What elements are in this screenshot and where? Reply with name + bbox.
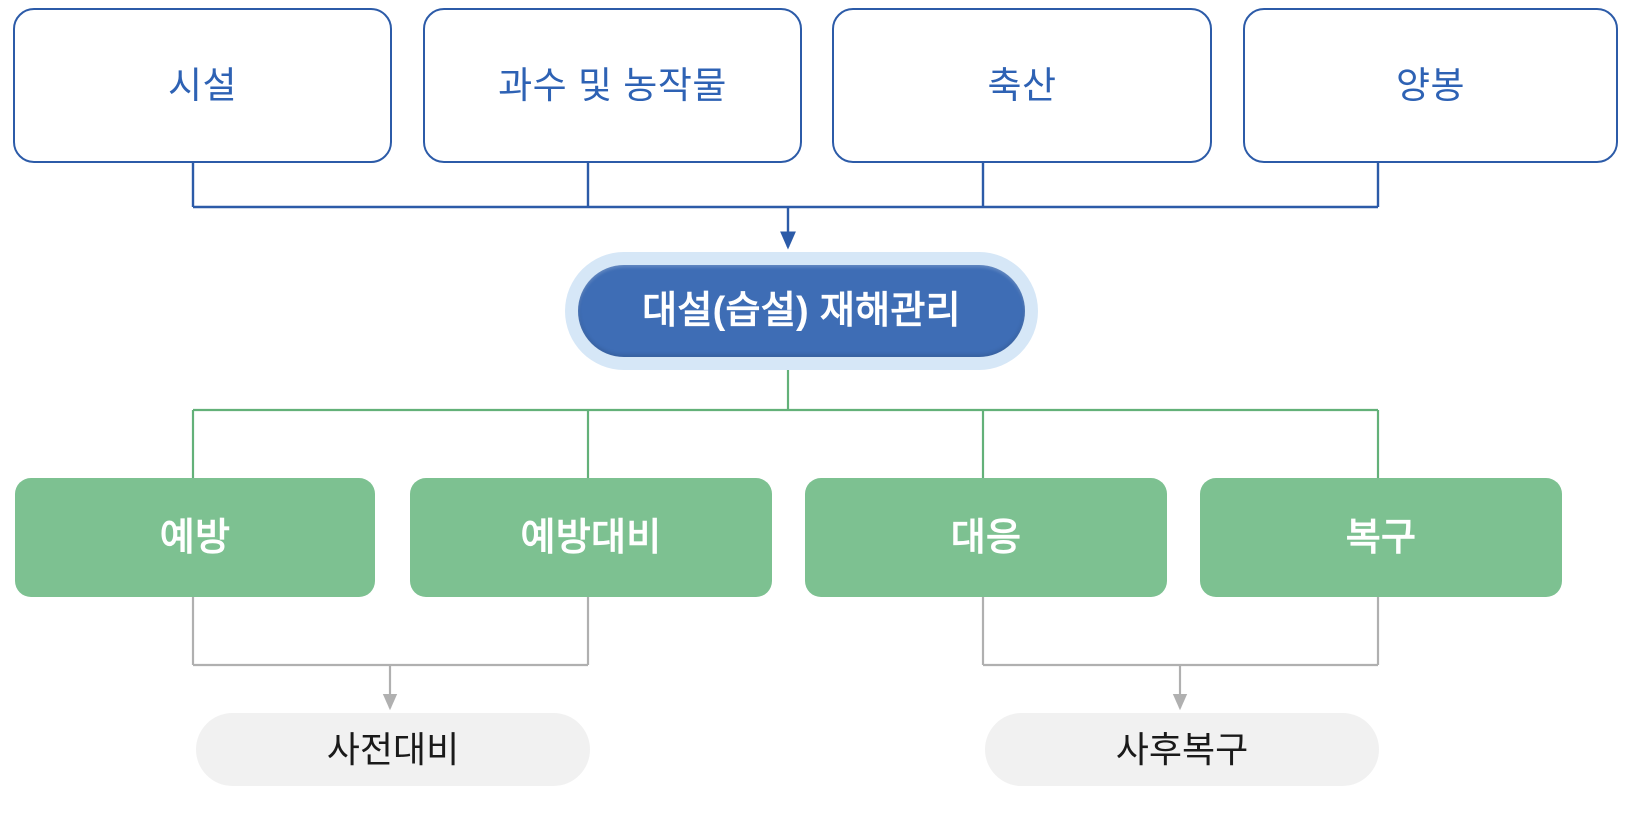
phase-box-preparedness[interactable]: 예방대비 — [410, 478, 772, 597]
source-label-livestock: 축산 — [987, 65, 1057, 106]
phase-box-recovery[interactable]: 복구 — [1200, 478, 1562, 597]
hub-node-body: 대설(습설) 재해관리 — [578, 265, 1025, 357]
source-box-beekeeping[interactable]: 양봉 — [1243, 8, 1618, 163]
source-box-livestock[interactable]: 축산 — [832, 8, 1212, 163]
outcome-pill-post-recovery[interactable]: 사후복구 — [985, 713, 1379, 786]
phase-box-prevention[interactable]: 예방 — [15, 478, 375, 597]
source-label-facility: 시설 — [167, 65, 238, 106]
source-to-hub-connectors — [191, 163, 1380, 250]
phase-label-preparedness: 예방대비 — [520, 516, 662, 559]
phase-box-response[interactable]: 대응 — [805, 478, 1167, 597]
hub-node-heavy-snow-disaster-management[interactable]: 대설(습설) 재해관리 — [565, 252, 1038, 370]
source-label-beekeeping: 양봉 — [1395, 65, 1466, 106]
hub-to-phase-connectors — [191, 370, 1380, 478]
phase-label-prevention: 예방 — [159, 516, 231, 559]
outcome-pill-advance-preparation[interactable]: 사전대비 — [196, 713, 590, 786]
source-label-fruit-crop: 과수 및 농작물 — [498, 65, 727, 106]
outcome-label-advance-preparation: 사전대비 — [326, 728, 460, 770]
source-box-fruit-crop[interactable]: 과수 및 농작물 — [423, 8, 802, 163]
phase-to-outcome-connectors — [191, 597, 1380, 711]
source-box-facility[interactable]: 시설 — [13, 8, 392, 163]
hub-label: 대설(습설) 재해관리 — [642, 290, 961, 332]
phase-label-recovery: 복구 — [1345, 516, 1417, 559]
outcome-label-post-recovery: 사후복구 — [1115, 728, 1249, 770]
phase-label-response: 대응 — [950, 516, 1022, 559]
